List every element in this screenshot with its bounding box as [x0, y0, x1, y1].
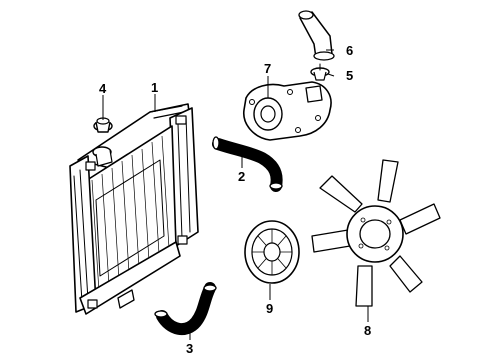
water-pump [243, 81, 332, 141]
callout-1: 1 [151, 80, 158, 95]
thermostat-housing [298, 10, 335, 61]
callout-8: 8 [364, 323, 371, 338]
radiator-cap [93, 117, 113, 133]
leader-lines [102, 49, 369, 340]
callout-3: 3 [186, 341, 193, 356]
upper-radiator-hose [212, 136, 283, 192]
callout-2: 2 [238, 169, 245, 184]
lower-radiator-hose [154, 282, 217, 336]
fan-blade [311, 159, 441, 307]
thermostat [310, 63, 330, 81]
fan-clutch [244, 220, 300, 284]
callout-6: 6 [346, 43, 353, 58]
callout-4: 4 [99, 81, 107, 96]
callout-7: 7 [264, 61, 271, 76]
radiator [69, 103, 199, 315]
callout-labels: 1 2 3 4 5 6 7 8 9 [99, 43, 371, 356]
callout-9: 9 [266, 301, 273, 316]
callout-5: 5 [346, 68, 353, 83]
